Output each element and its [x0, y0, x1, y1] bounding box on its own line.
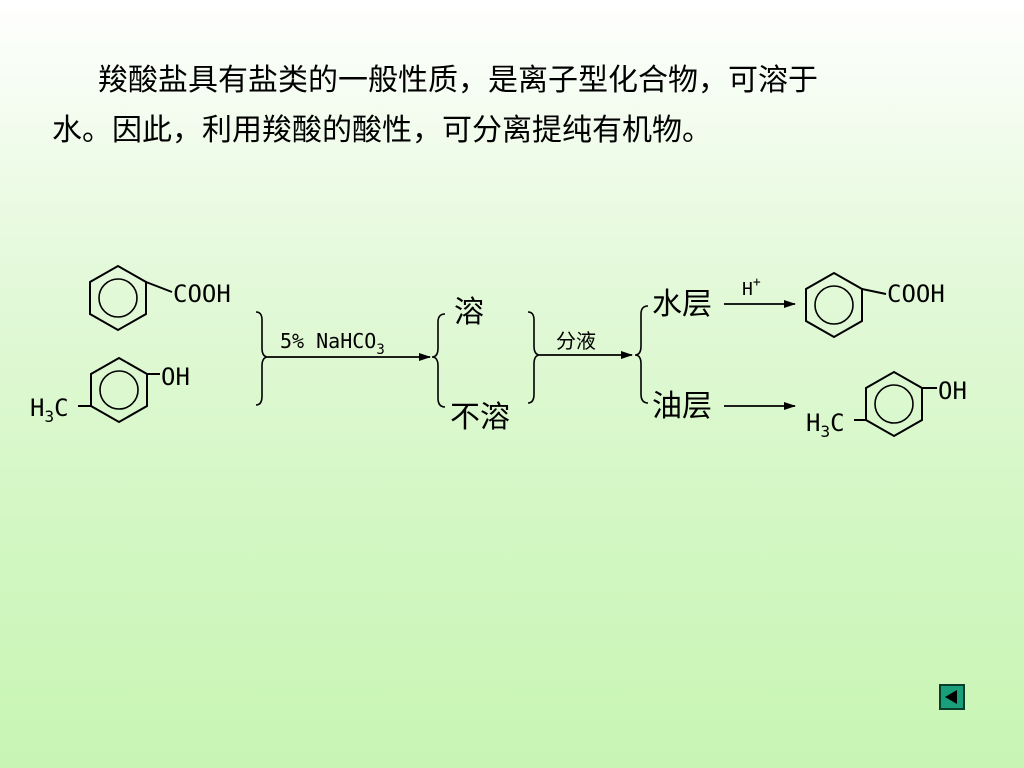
intro-paragraph: 羧酸盐具有盐类的一般性质，是离子型化合物，可溶于 水。因此，利用羧酸的酸性，可分… [52, 56, 952, 156]
benzoic-acid-structure: COOH [89, 264, 231, 332]
back-nav-button[interactable] [939, 684, 965, 710]
mixture-bracket [255, 311, 269, 406]
intro-line-2: 水。因此，利用羧酸的酸性，可分离提纯有机物。 [52, 113, 712, 148]
p-cresol-oh-label: OH [161, 363, 190, 391]
oil-layer-label: 油层 [652, 389, 712, 424]
product-p-cresol-structure: OH H3C [806, 370, 967, 441]
aqueous-layer-label: 水层 [652, 287, 712, 322]
product-cresol-methyl-label: H3C [806, 409, 845, 441]
product-acid-cooh-label: COOH [887, 280, 945, 308]
intro-line-1: 羧酸盐具有盐类的一般性质，是离子型化合物，可溶于 [98, 63, 818, 98]
solubility-bracket-right [527, 311, 541, 404]
product-cresol-oh-label: OH [938, 377, 967, 405]
benzoic-acid-cooh-label: COOH [173, 280, 231, 308]
p-cresol-methyl-label: H3C [30, 394, 69, 426]
acid-label: H+ [742, 275, 761, 300]
solubility-bracket-left [431, 313, 446, 408]
reagent-label: 5% NaHCO3 [280, 329, 385, 358]
soluble-label: 溶 [454, 295, 484, 330]
layer-bracket [634, 305, 649, 404]
p-cresol-structure: OH H3C [30, 356, 190, 426]
product-benzoic-acid-structure: COOH [805, 271, 945, 339]
separation-label: 分液 [556, 329, 596, 353]
back-triangle-icon [945, 690, 957, 704]
insoluble-label: 不溶 [450, 400, 510, 435]
